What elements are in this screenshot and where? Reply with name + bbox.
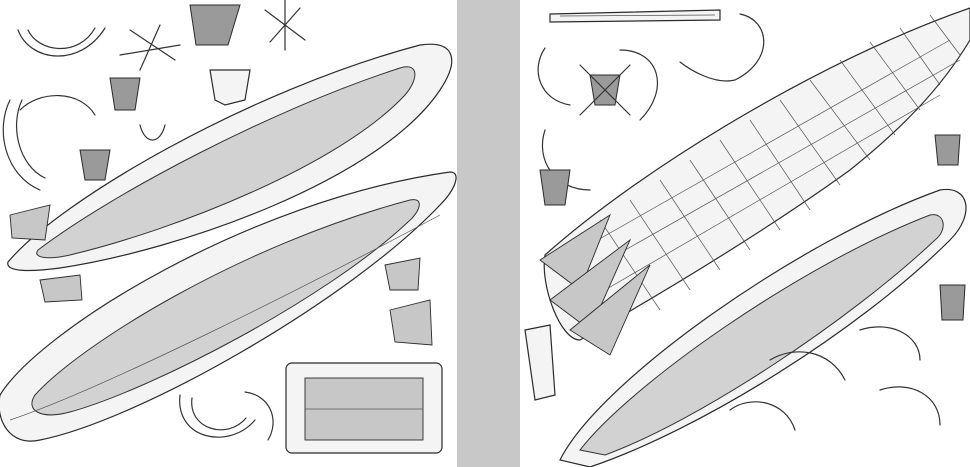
ring-parts	[2, 27, 274, 441]
left-fret-sheet	[0, 0, 457, 467]
lower-hull-frame	[0, 171, 457, 442]
left-fret-drawing	[0, 0, 457, 454]
top-rail-part	[549, 9, 721, 23]
right-fret-drawing	[524, 7, 970, 467]
right-fret-sheet	[520, 0, 970, 467]
small-fittings	[9, 0, 433, 346]
deck-tray-part	[285, 362, 443, 454]
deck-ribs	[579, 14, 961, 311]
sheet-gap	[457, 0, 520, 467]
ring-parts-right	[537, 13, 941, 431]
ribbed-deck-part	[539, 7, 970, 356]
small-fittings-right	[524, 64, 966, 401]
upper-hull-frame	[7, 43, 453, 272]
lower-hull-frame-right	[559, 188, 967, 467]
